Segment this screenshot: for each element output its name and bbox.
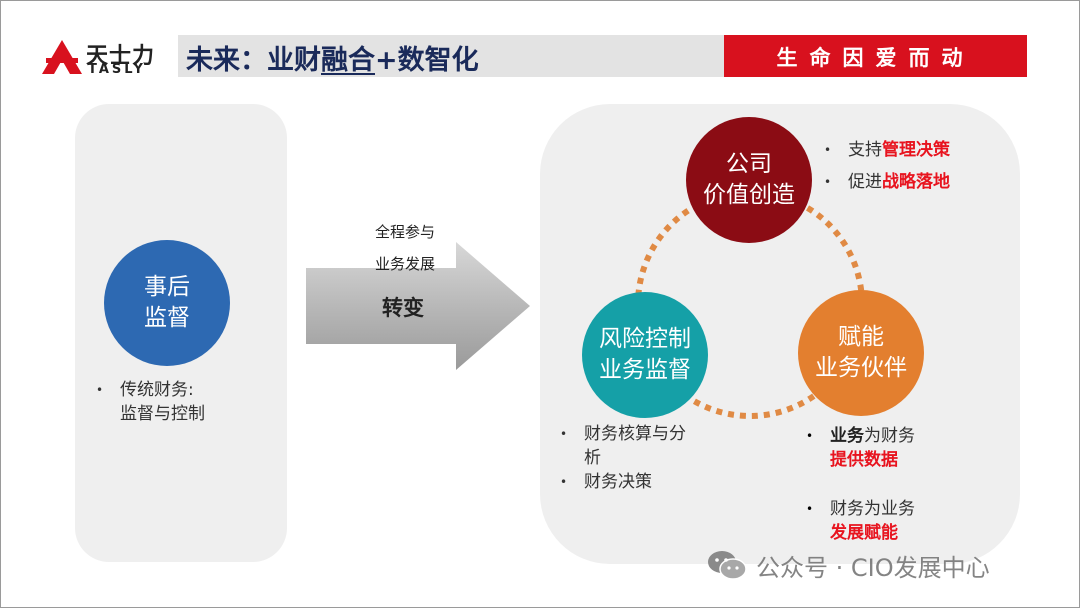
logo-mark-icon [42, 40, 82, 74]
title-bar: 未来：业财融合+数智化 [178, 35, 724, 77]
circle-line2: 监督 [144, 305, 190, 331]
title-suffix: +数智化 [375, 45, 479, 76]
bullet-line1: 传统财务: [120, 380, 194, 400]
bullet-text: 财务决策 [584, 472, 652, 492]
bullet-plain-text: 为财务 [864, 426, 915, 446]
circle-line1: 事后 [144, 274, 190, 300]
business-partner-circle: 赋能业务伙伴 [798, 290, 924, 416]
after-the-fact-supervision-circle: 事后监督 [104, 240, 230, 366]
bullet-line2: 监督与控制 [120, 404, 205, 424]
list-item: • 支持管理决策 [824, 134, 950, 166]
bullet-highlight-text: 战略落地 [882, 172, 950, 192]
risk-line2: 业务监督 [599, 357, 691, 383]
tasly-logo: 天士力 TASLY [40, 38, 160, 78]
bullet-plain-text: 财务为业务 [830, 499, 915, 519]
bullet-dot-icon: • [96, 383, 104, 397]
bullet-plain-text: 支持 [848, 140, 882, 160]
bullet-dot-icon: • [806, 502, 814, 516]
watermark: 公众号 · CIO发展中心 [706, 548, 990, 582]
bullet-text: 财务核算与分 [584, 424, 686, 444]
bullet-dot-icon: • [806, 429, 814, 443]
risk-line1: 风险控制 [599, 326, 691, 352]
company-bullets: • 支持管理决策 • 促进战略落地 [824, 134, 950, 198]
slogan-bar: 生命因爱而动 [724, 35, 1027, 77]
partner-line1: 赋能 [838, 324, 884, 350]
list-item: • 促进战略落地 [824, 166, 950, 198]
partner-line2: 业务伙伴 [815, 355, 907, 381]
list-item: • 财务核算与分 [560, 422, 686, 446]
bullet-highlight-text: 管理决策 [882, 140, 950, 160]
wechat-icon [708, 551, 747, 580]
arrow-label: 转变 [382, 296, 424, 320]
traditional-finance-bullet: • 传统财务: 监督与控制 [96, 378, 205, 426]
arrow-caption-line1: 全程参与 [374, 223, 435, 241]
title-underlined: 融合 [321, 45, 375, 76]
bullet-dot-icon: • [824, 143, 832, 157]
bullet-text-continued: 析 [584, 448, 601, 468]
watermark-text: 公众号 · CIO发展中心 [756, 553, 990, 582]
risk-control-circle: 风险控制业务监督 [582, 292, 708, 418]
bullet-bold-text: 业务 [830, 426, 864, 446]
company-value-creation-circle: 公司价值创造 [686, 117, 812, 243]
bullet-highlight-text: 发展赋能 [830, 523, 898, 543]
page-title: 未来：业财融合+数智化 [186, 38, 479, 77]
transformation-arrow-icon [306, 242, 530, 370]
partner-bullet-1: • 业务为财务 提供数据 [806, 424, 915, 472]
arrow-caption: 全程参与 业务发展 [360, 216, 450, 280]
bullet-dot-icon: • [560, 427, 568, 441]
list-item: • 财务决策 [560, 470, 686, 494]
company-line2: 价值创造 [703, 182, 795, 208]
risk-bullets: • 财务核算与分 析 • 财务决策 [560, 422, 686, 494]
slogan-text: 生命因爱而动 [776, 46, 975, 70]
bullet-dot-icon: • [824, 175, 832, 189]
bullet-plain-text: 促进 [848, 172, 882, 192]
bullet-dot-icon: • [560, 475, 568, 489]
title-prefix: 未来：业财 [186, 45, 321, 76]
company-line1: 公司 [726, 151, 772, 177]
partner-bullet-2: • 财务为业务 发展赋能 [806, 497, 915, 545]
bullet-highlight-text: 提供数据 [830, 450, 898, 470]
logo-english-text: TASLY [88, 62, 146, 77]
logo-chinese-text: 天士力 [86, 44, 156, 69]
arrow-caption-line2: 业务发展 [374, 255, 435, 273]
